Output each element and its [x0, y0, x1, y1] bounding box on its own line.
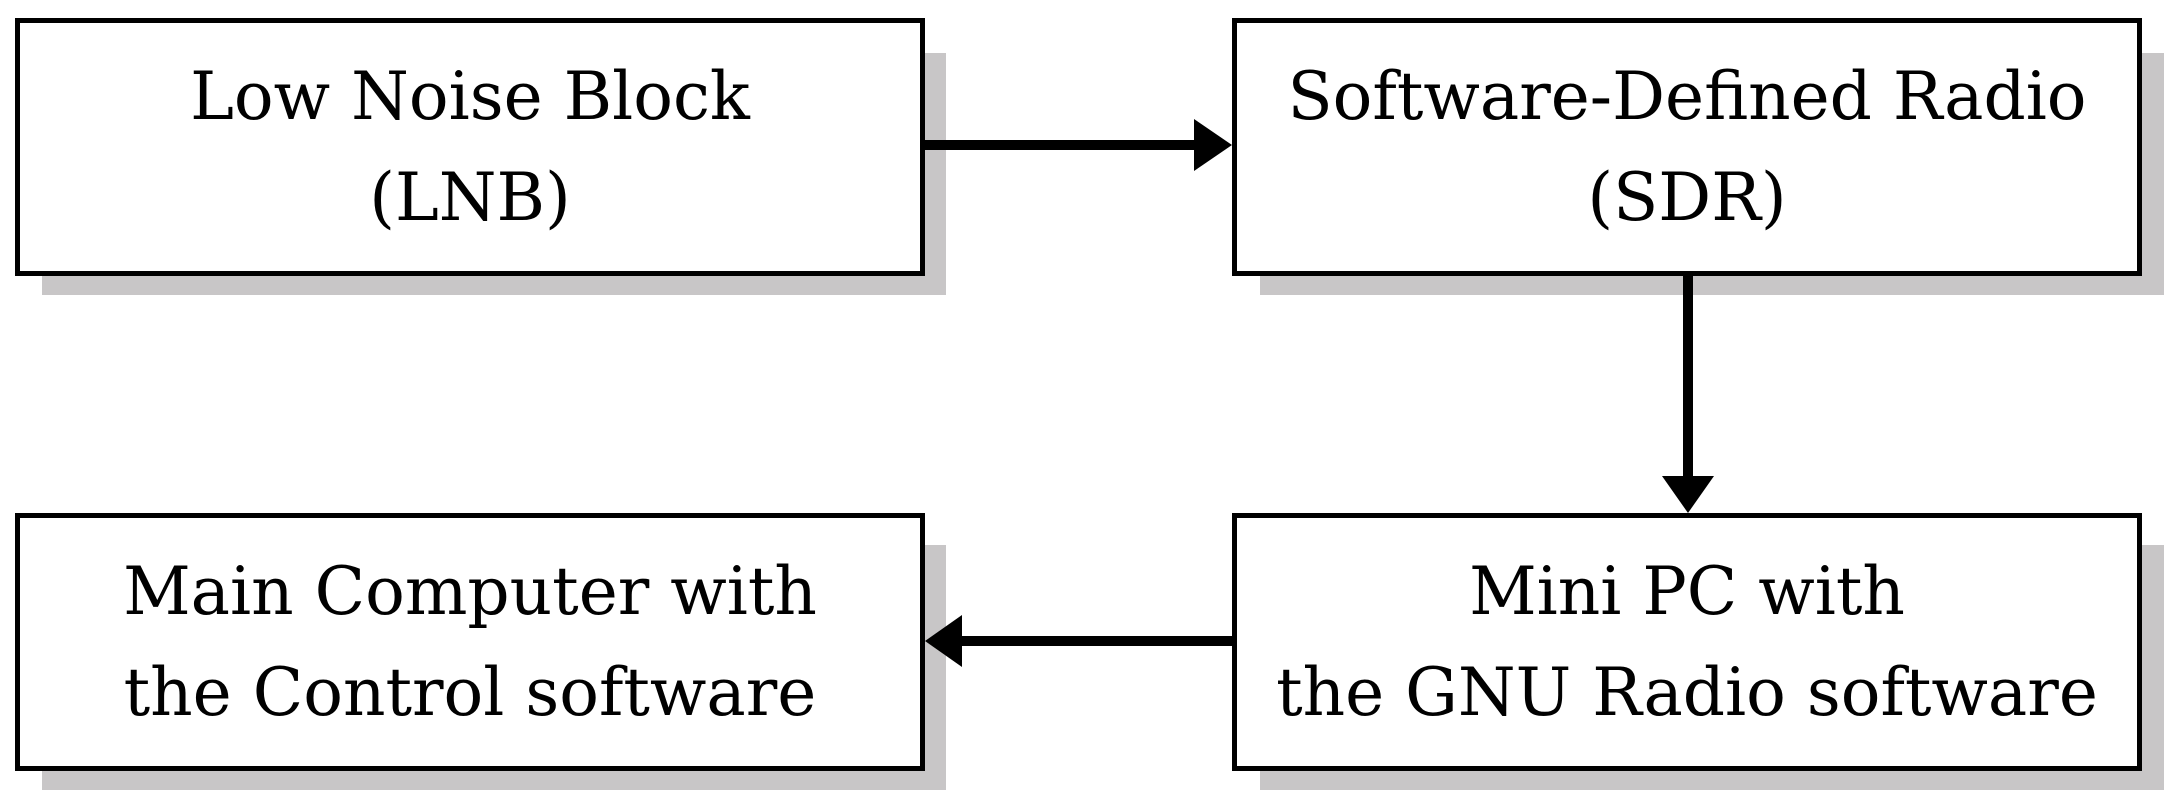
main-computer-label-line2: the Control software [123, 654, 817, 731]
arrow-lnb-to-sdr [925, 119, 1232, 171]
arrow-mini-pc-to-main-computer [925, 615, 1232, 667]
main-computer-box: Main Computer with the Control software [15, 513, 925, 771]
main-computer-label-line1: Main Computer with [123, 553, 817, 630]
mini-pc-label-line2: the GNU Radio software [1276, 654, 2098, 731]
lnb-label-line2: (LNB) [369, 159, 571, 236]
sdr-box: Software-Defined Radio (SDR) [1232, 18, 2142, 276]
mini-pc-label-line1: Mini PC with [1469, 553, 1905, 630]
sdr-label-line1: Software-Defined Radio [1287, 58, 2087, 135]
sdr-label-line2: (SDR) [1587, 159, 1787, 236]
mini-pc-box: Mini PC with the GNU Radio software [1232, 513, 2142, 771]
lnb-label-line1: Low Noise Block [190, 58, 750, 135]
lnb-box: Low Noise Block (LNB) [15, 18, 925, 276]
arrow-sdr-to-mini-pc [1662, 276, 1714, 513]
